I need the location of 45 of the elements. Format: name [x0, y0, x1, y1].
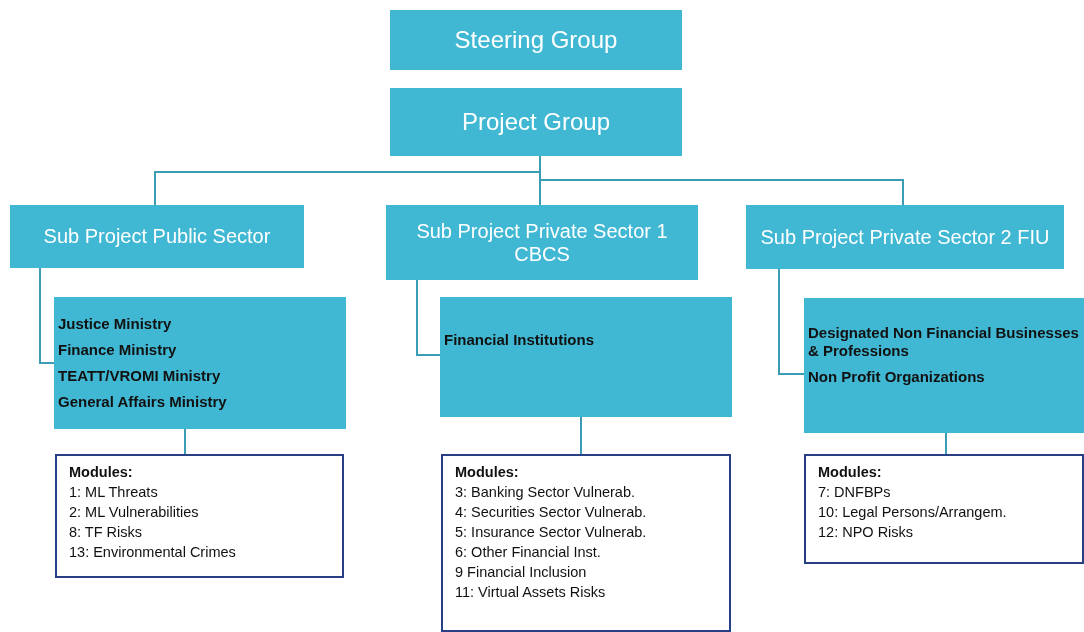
- group-item: TEATT/VROMI Ministry: [58, 367, 222, 385]
- box-title: Sub Project Private Sector 1 CBCS: [415, 219, 669, 266]
- connector-line: [778, 268, 805, 375]
- connector-line: [945, 432, 947, 455]
- group-item: Justice Ministry: [58, 315, 173, 333]
- module-item: 13: Environmental Crimes: [69, 543, 237, 562]
- group-box: [54, 297, 346, 429]
- module-item: 12: NPO Risks: [818, 523, 915, 542]
- group-box: [440, 297, 732, 417]
- connector-line: [184, 428, 186, 455]
- module-item: 4: Securities Sector Vulnerab.: [455, 503, 648, 522]
- title-box: [746, 205, 1064, 269]
- modules-heading: Modules:: [818, 463, 883, 482]
- group-item: Financial Institutions: [444, 331, 595, 349]
- modules-box: [55, 454, 344, 578]
- group-box: [804, 298, 1084, 433]
- box-title: Project Group: [461, 108, 611, 136]
- connector-line: [416, 279, 441, 356]
- module-item: 11: Virtual Assets Risks: [455, 583, 607, 602]
- module-item: 8: TF Risks: [69, 523, 144, 542]
- title-box: [10, 205, 304, 268]
- group-item: Designated Non Financial Businesses & Professions: [808, 324, 1080, 360]
- modules-heading: Modules:: [69, 463, 134, 482]
- group-item: Finance Ministry: [58, 341, 178, 359]
- module-item: 9 Financial Inclusion: [455, 563, 588, 582]
- title-box: [390, 88, 682, 156]
- module-item: 7: DNFBPs: [818, 483, 892, 502]
- modules-heading: Modules:: [455, 463, 520, 482]
- box-title: Sub Project Public Sector: [43, 225, 271, 248]
- module-item: 5: Insurance Sector Vulnerab.: [455, 523, 648, 542]
- module-item: 2: ML Vulnerabilities: [69, 503, 200, 522]
- module-item: 6: Other Financial Inst.: [455, 543, 602, 562]
- connector-line: [39, 267, 55, 364]
- group-item: General Affairs Ministry: [58, 393, 228, 411]
- module-item: 10: Legal Persons/Arrangem.: [818, 503, 1008, 522]
- group-item: Non Profit Organizations: [808, 368, 986, 386]
- module-item: 1: ML Threats: [69, 483, 159, 502]
- title-box: [386, 205, 698, 280]
- title-box: [390, 10, 682, 70]
- modules-box: [804, 454, 1084, 564]
- module-item: 3: Banking Sector Vulnerab.: [455, 483, 637, 502]
- modules-box: [441, 454, 731, 632]
- connector-line: [580, 416, 582, 455]
- box-title: Sub Project Private Sector 2 FIU: [760, 225, 1050, 249]
- box-title: Steering Group: [454, 26, 618, 54]
